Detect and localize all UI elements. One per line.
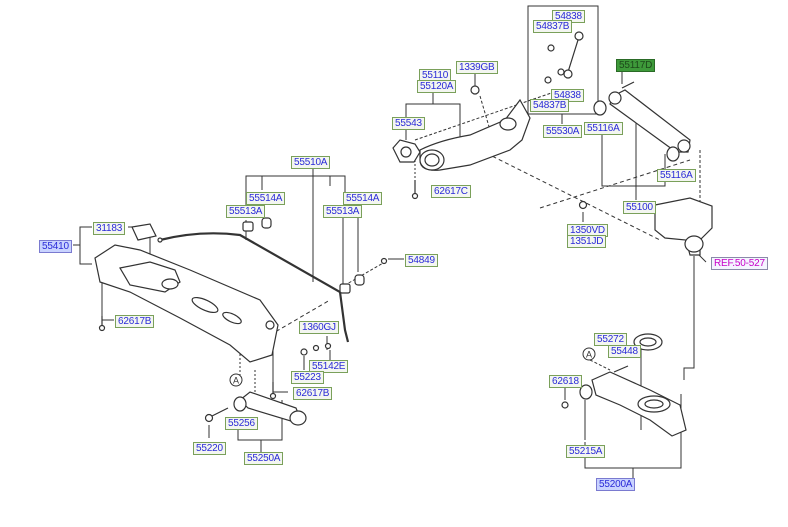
part-label-1351JD[interactable]: 1351JD: [567, 235, 607, 248]
part-label-55510A[interactable]: 55510A: [291, 156, 331, 169]
part-label-55120A[interactable]: 55120A: [417, 80, 457, 93]
part-label-62618[interactable]: 62618: [549, 375, 582, 388]
callout-a-circles: [229, 347, 596, 387]
part-label-1360GJ[interactable]: 1360GJ: [299, 321, 339, 334]
part-label-31183[interactable]: 31183: [93, 222, 126, 235]
lateral-arm-55100: [609, 89, 691, 153]
part-label-55100[interactable]: 55100: [623, 201, 656, 214]
part-label-62617B-left[interactable]: 62617B: [115, 315, 155, 328]
callout-a-right: A: [586, 350, 592, 360]
part-label-54837B-top[interactable]: 54837B: [533, 20, 573, 33]
reference-link-50-527[interactable]: REF.50-527: [711, 257, 768, 270]
part-label-55530A[interactable]: 55530A: [543, 125, 583, 138]
part-label-55514A-left[interactable]: 55514A: [246, 192, 286, 205]
part-label-55410[interactable]: 55410: [39, 240, 72, 253]
part-label-55223[interactable]: 55223: [291, 371, 324, 384]
part-label-55256[interactable]: 55256: [225, 417, 258, 430]
part-label-55220[interactable]: 55220: [193, 442, 226, 455]
callout-a-left: A: [233, 376, 239, 386]
parts-artwork: [94, 31, 713, 437]
group-box-55530A: [527, 5, 599, 115]
part-label-54837B-bottom[interactable]: 54837B: [530, 99, 570, 112]
part-label-55142E[interactable]: 55142E: [309, 360, 349, 373]
part-label-55116A-right[interactable]: 55116A: [657, 169, 696, 182]
part-label-55513A-right[interactable]: 55513A: [323, 205, 363, 218]
callout-a-circle-right: [582, 347, 596, 361]
part-label-55543[interactable]: 55543: [392, 117, 425, 130]
part-label-55116A-left[interactable]: 55116A: [584, 122, 623, 135]
part-label-55448[interactable]: 55448: [608, 345, 641, 358]
part-label-54849[interactable]: 54849: [405, 254, 438, 267]
part-label-55215A[interactable]: 55215A: [566, 445, 606, 458]
crossmember: [94, 244, 279, 363]
part-label-55513A-left[interactable]: 55513A: [226, 205, 266, 218]
part-label-55250A[interactable]: 55250A: [244, 452, 284, 465]
part-label-55514A-right[interactable]: 55514A: [343, 192, 383, 205]
knuckle: [654, 197, 713, 256]
part-label-55117D-selected[interactable]: 55117D: [616, 59, 656, 72]
part-label-62617B-middle[interactable]: 62617B: [293, 387, 333, 400]
part-label-55200A[interactable]: 55200A: [596, 478, 636, 491]
callout-a-circle-left: [229, 373, 243, 387]
part-label-62617C[interactable]: 62617C: [431, 185, 471, 198]
part-label-1339GB[interactable]: 1339GB: [456, 61, 498, 74]
